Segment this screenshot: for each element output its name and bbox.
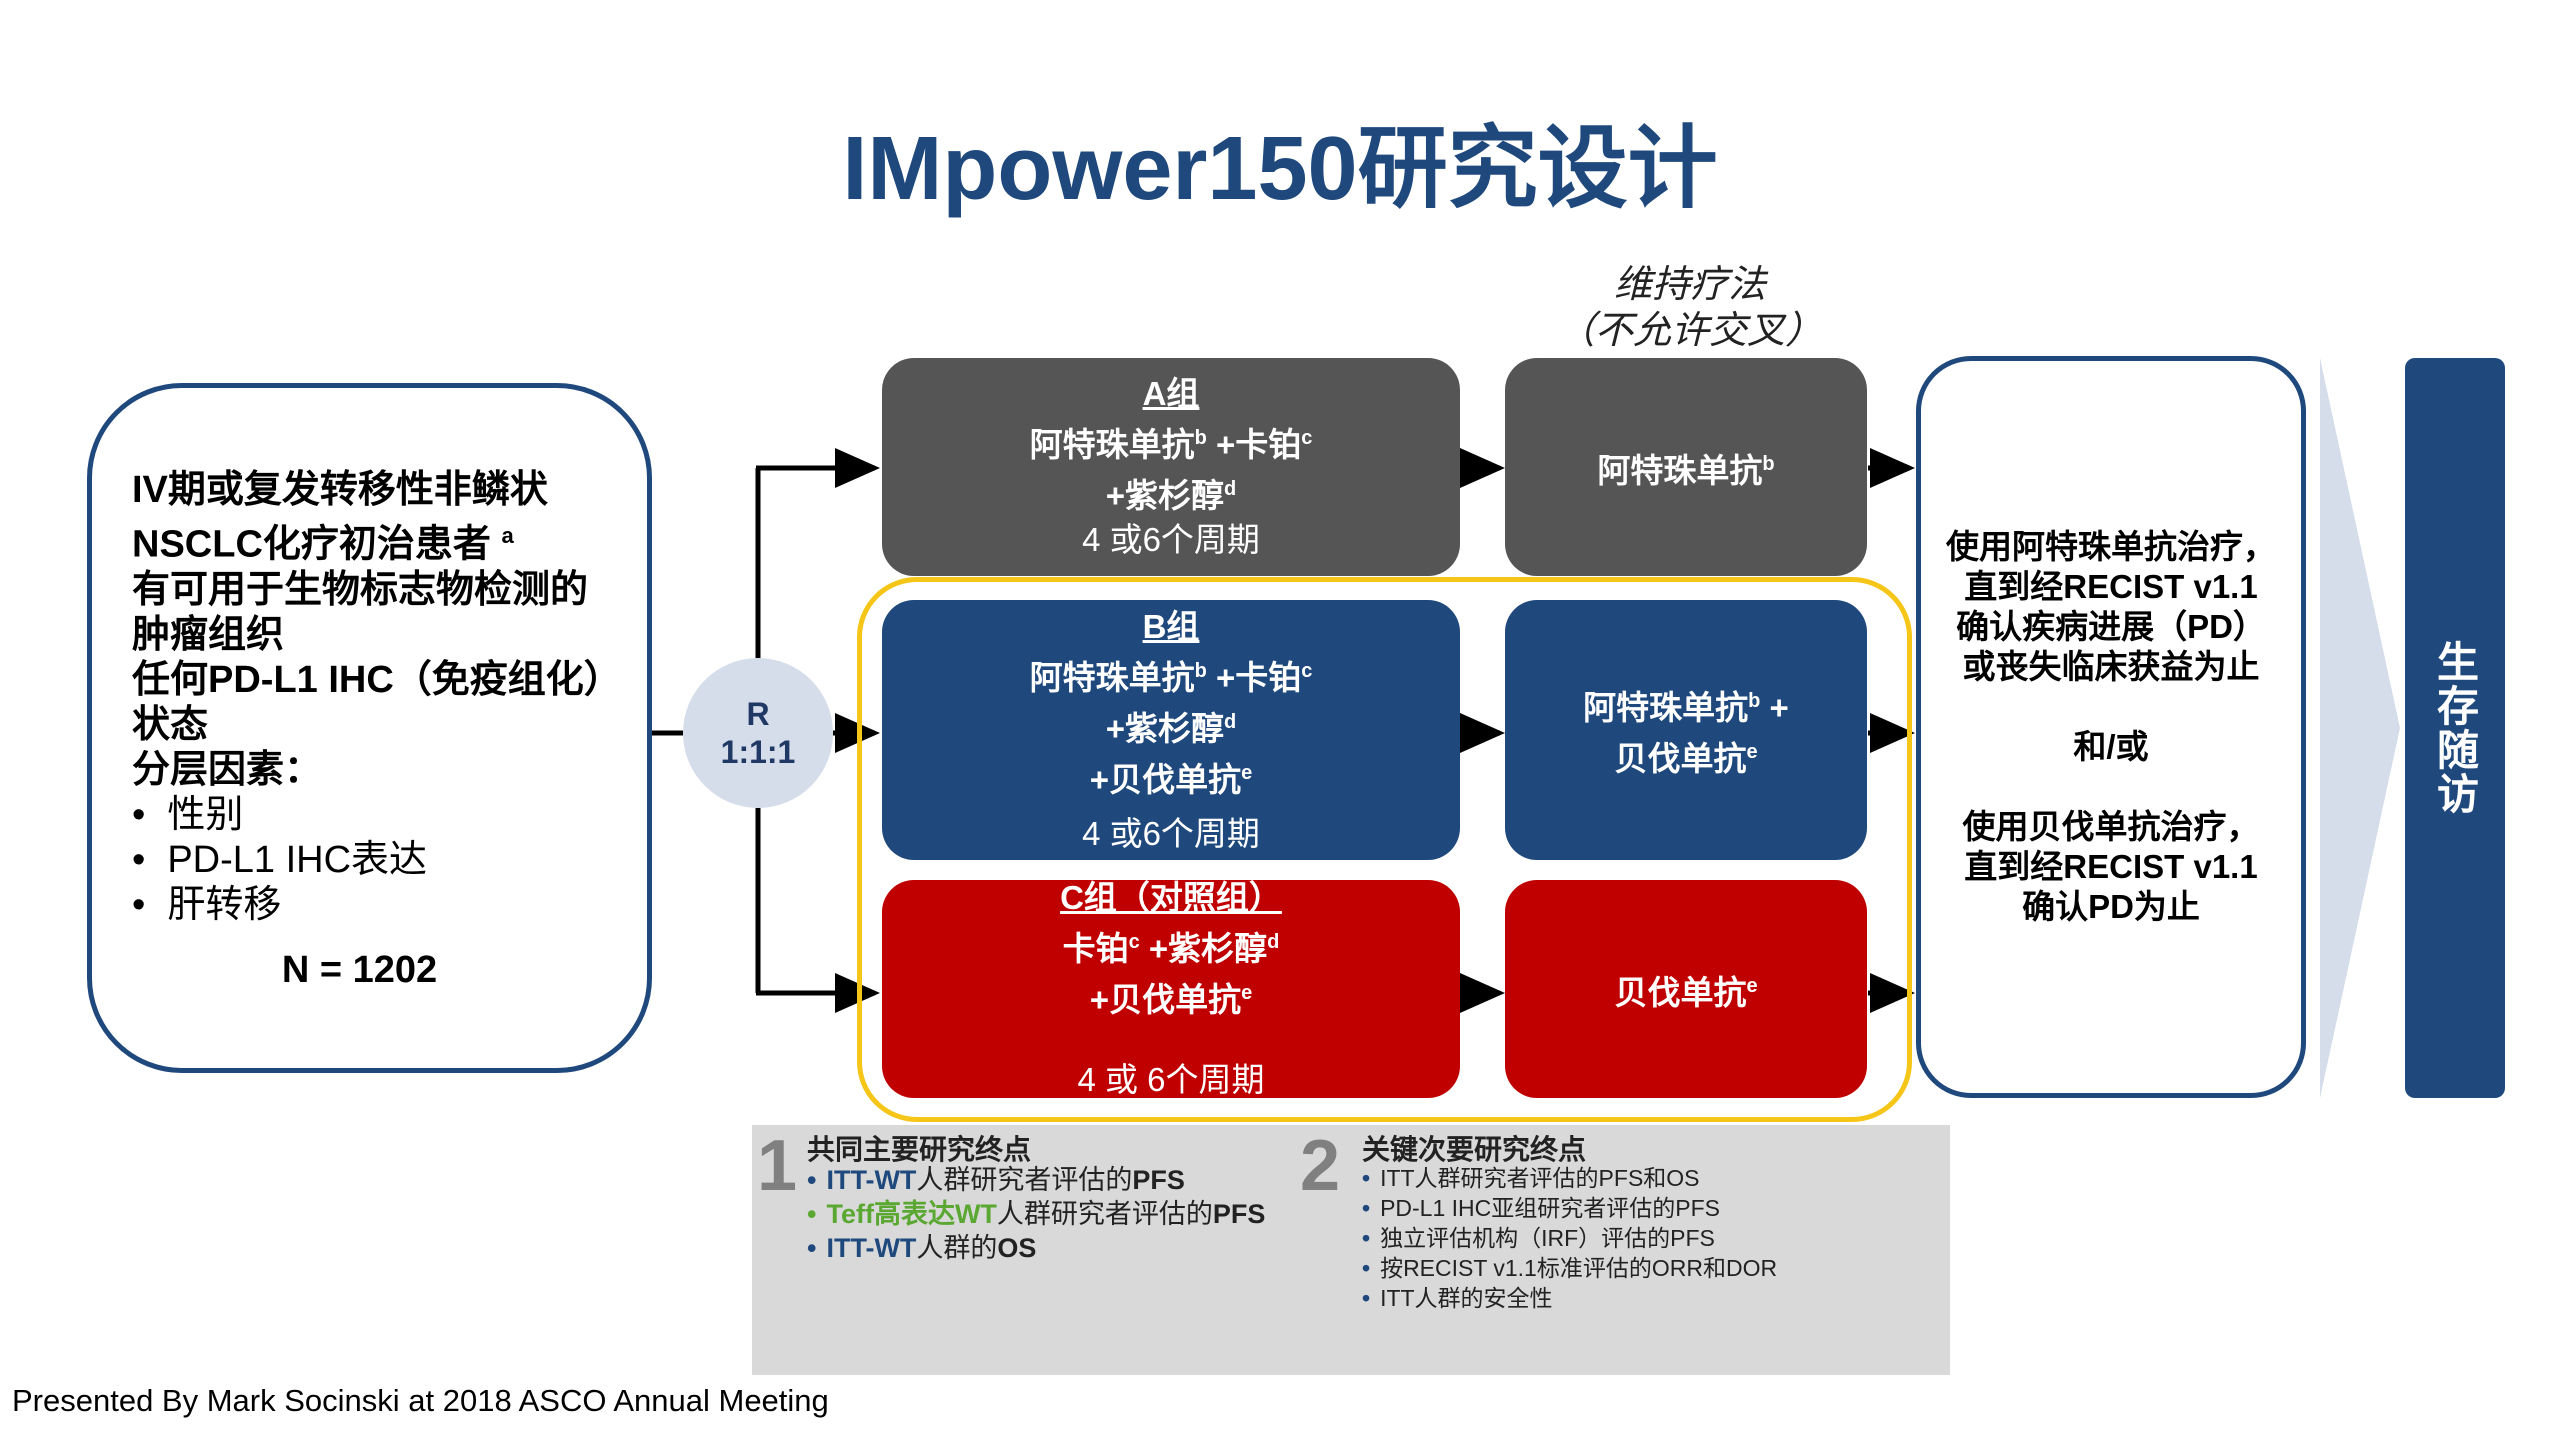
treat-line: 确认PD为止	[2022, 888, 2200, 925]
primary-item: •ITT-WT人群研究者评估的PFS	[807, 1165, 1185, 1195]
arm-a-label: A组	[1142, 375, 1200, 412]
elig-line-6: 状态	[132, 703, 209, 746]
strat-label: 分层因素：	[132, 748, 323, 791]
treat-line: 使用阿特珠单抗治疗，	[1946, 528, 2276, 565]
elig-line-5: 任何PD-L1 IHC（免疫组化）	[132, 658, 622, 701]
secondary-item: •ITT人群的安全性	[1362, 1285, 1553, 1311]
highlight-frame	[857, 577, 1912, 1122]
elig-line-3: 有可用于生物标志物检测的	[132, 568, 589, 611]
eligibility-box: IV期或复发转移性非鳞状 NSCLC化疗初治患者 a 有可用于生物标志物检测的 …	[87, 383, 652, 1073]
arm-c-maintenance: 贝伐单抗e	[1505, 880, 1867, 1098]
maintenance-title: 维持疗法	[1613, 264, 1766, 306]
arm-c-maint-drug: 贝伐单抗e	[1614, 973, 1758, 1011]
treat-line: 使用贝伐单抗治疗，	[1962, 808, 2260, 845]
rand-ratio: 1:1:1	[720, 734, 796, 770]
arm-c-label: C组（对照组）	[1060, 879, 1282, 916]
secondary-number: 2	[1300, 1126, 1341, 1206]
follow-up-chevron	[2320, 358, 2400, 1098]
survival-followup-bar: 生存随访	[2405, 358, 2505, 1098]
treat-line: 或丧失临床获益为止	[1962, 648, 2260, 685]
strat-list: 性别 PD-L1 IHC表达 肝转移	[132, 793, 627, 928]
secondary-item: •独立评估机构（IRF）评估的PFS	[1362, 1225, 1715, 1251]
presenter-footer: Presented By Mark Socinski at 2018 ASCO …	[12, 1383, 829, 1418]
elig-line-1: IV期或复发转移性非鳞状	[132, 469, 548, 511]
treat-line: 确认疾病进展（PD）	[1956, 608, 2266, 645]
primary-number: 1	[757, 1126, 798, 1206]
arm-a-cycles: 4 或6个周期	[1082, 521, 1260, 558]
strat-item: 肝转移	[132, 883, 627, 928]
arm-a-regimen-1: 阿特珠单抗b +卡铂c	[1029, 426, 1313, 463]
treat-line: 直到经RECIST v1.1	[1964, 848, 2258, 885]
strat-item: PD-L1 IHC表达	[132, 838, 627, 883]
secondary-item: •按RECIST v1.1标准评估的ORR和DOR	[1362, 1255, 1778, 1281]
arm-c-cycles: 4 或 6个周期	[1077, 1061, 1265, 1098]
arm-a-maint-drug: 阿特珠单抗b	[1597, 451, 1775, 489]
primary-item: •Teff高表达WT人群研究者评估的PFS	[807, 1199, 1266, 1229]
arm-a-regimen-2: +紫杉醇d	[1105, 477, 1237, 514]
arm-c-induction: C组（对照组） 卡铂c +紫杉醇d +贝伐单抗e 4 或 6个周期	[882, 879, 1460, 1098]
sample-size: N = 1202	[281, 948, 438, 991]
secondary-header: 关键次要研究终点	[1362, 1134, 1587, 1165]
randomization-node: R 1:1:1	[683, 658, 833, 808]
arm-c-regimen-1: 卡铂c +紫杉醇d	[1062, 930, 1280, 967]
secondary-item: •ITT人群研究者评估的PFS和OS	[1362, 1165, 1700, 1191]
treatment-continuation-box: 使用阿特珠单抗治疗， 直到经RECIST v1.1 确认疾病进展（PD） 或丧失…	[1916, 356, 2306, 1098]
primary-item: •ITT-WT人群的OS	[807, 1233, 1037, 1263]
elig-line-4: 肿瘤组织	[132, 613, 285, 656]
arm-a-induction: A组 阿特珠单抗b +卡铂c +紫杉醇d 4 或6个周期	[882, 358, 1460, 576]
rand-r: R	[746, 696, 770, 732]
maintenance-header: 维持疗法 （不允许交叉）	[1540, 262, 1840, 354]
arm-b-maintenance: 阿特珠单抗b + 贝伐单抗e	[1505, 600, 1867, 860]
endpoints-panel: 1 共同主要研究终点 •ITT-WT人群研究者评估的PFS •Teff高表达WT…	[752, 1125, 1950, 1375]
arm-b-maint-drug-2: 贝伐单抗e	[1614, 740, 1758, 777]
treat-line: 直到经RECIST v1.1	[1964, 568, 2258, 605]
primary-header: 共同主要研究终点	[807, 1134, 1032, 1165]
maintenance-note: （不允许交叉）	[1556, 310, 1823, 352]
arm-b-label: B组	[1142, 607, 1200, 645]
arm-b-regimen-1: 阿特珠单抗b +卡铂c	[1029, 658, 1313, 696]
primary-list: •ITT-WT人群研究者评估的PFS •Teff高表达WT人群研究者评估的PFS…	[807, 1163, 1265, 1265]
secondary-list: •ITT人群研究者评估的PFS和OS •PD-L1 IHC亚组研究者评估的PFS…	[1362, 1163, 1777, 1313]
arm-b-regimen-2: +紫杉醇d	[1105, 709, 1237, 747]
arm-b-induction: B组 阿特珠单抗b +卡铂c +紫杉醇d +贝伐单抗e 4 或6个周期	[882, 600, 1460, 860]
arm-b-regimen-3: +贝伐单抗e	[1089, 760, 1253, 798]
strat-item: 性别	[132, 793, 627, 838]
arm-b-maint-drug-1: 阿特珠单抗b +	[1583, 689, 1789, 726]
arm-a-maintenance: 阿特珠单抗b	[1505, 358, 1867, 576]
treat-and-or: 和/或	[2073, 728, 2149, 765]
elig-line-2: NSCLC化疗初治患者 a	[132, 523, 514, 566]
arm-c-regimen-2: +贝伐单抗e	[1089, 981, 1253, 1018]
arm-b-cycles: 4 或6个周期	[1082, 814, 1260, 852]
page-title: IMpower150研究设计	[842, 119, 1718, 219]
secondary-item: •PD-L1 IHC亚组研究者评估的PFS	[1362, 1195, 1720, 1221]
